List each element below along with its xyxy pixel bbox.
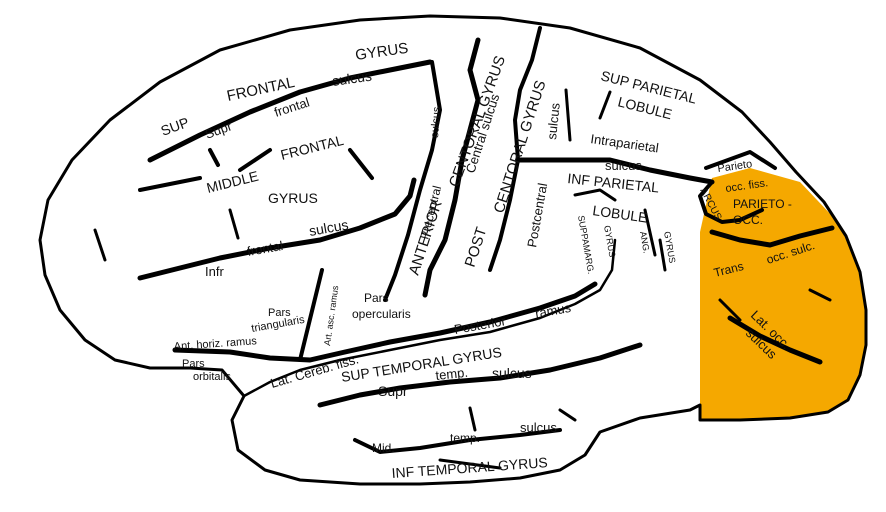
superior-frontal-sulcus: [147, 59, 433, 163]
inferior-frontal-sulcus: [137, 177, 417, 281]
superior-temporal-sulcus: [317, 342, 643, 408]
label-ant-horiz-ramus: Ant. horiz. ramus: [173, 335, 257, 353]
label-mid: Mid.: [372, 441, 395, 455]
label-gyrus-top: GYRUS: [354, 40, 409, 64]
label-art-asc-ramus: Art. asc. ramus: [322, 284, 340, 346]
frontal-mark: [228, 208, 240, 240]
intraparietal-sulcus: [517, 157, 715, 185]
label-pars-3: Pars: [182, 358, 205, 370]
label-infr: Infr: [205, 264, 224, 279]
label-supr: Supr: [203, 118, 235, 142]
parietal-mark: [598, 90, 612, 120]
frontal-mark: [93, 228, 107, 262]
ascending-ramus: [298, 268, 324, 362]
label-temp-1: temp.: [435, 365, 469, 383]
middle-frontal-mark: [238, 148, 272, 172]
brain-outline: [38, 14, 868, 486]
label-ang: ANG.: [638, 231, 652, 254]
label-ramus: ramus: [534, 300, 573, 321]
parietal-mark: [564, 88, 572, 142]
label-pars: Pars: [268, 307, 291, 319]
middle-frontal-mark: [138, 176, 202, 192]
parietal-mark: [658, 238, 667, 272]
postcentral-sulcus: [488, 26, 542, 272]
label-parieto-occ: PARIETO -: [733, 197, 792, 211]
transverse-occipital-sulcus: [709, 225, 835, 248]
label-gyrus-mid: GYRUS: [268, 190, 318, 206]
middle-frontal-mark: [348, 148, 374, 180]
central-sulcus: [422, 37, 481, 298]
label-frontal-4: frontal: [246, 238, 284, 259]
parietal-mark: [573, 188, 617, 202]
label-temp-2: temp.: [450, 431, 480, 445]
label-pars-2: Pars: [364, 291, 389, 305]
label-suppramarg: SUPPAMARG.: [576, 215, 596, 275]
label-inf-parietal: INF PARIETAL: [567, 170, 660, 196]
label-anterior: ANTERIOR: [406, 198, 446, 277]
label-occ-fiss: occ. fiss.: [725, 177, 769, 195]
label-sulcus-post: sulcus: [544, 102, 563, 141]
middle-frontal-mark: [208, 148, 220, 167]
label-middle: MIDDLE: [205, 168, 260, 196]
temporal-mark: [438, 458, 502, 470]
middle-temporal-sulcus: [353, 428, 562, 454]
lateral-occipital-sulcus: [727, 315, 823, 365]
label-lobule-2: LOBULE: [592, 202, 649, 226]
parieto-occipital-fissure: [704, 150, 777, 170]
precentral-sulcus: [383, 60, 442, 302]
occipital-mark: [718, 298, 742, 322]
label-occ: OCC.: [733, 213, 763, 227]
label-frontal-3: FRONTAL: [279, 132, 345, 163]
label-intraparietal: Intraparietal: [590, 131, 660, 155]
label-sulcus-ip: sulcus: [605, 158, 642, 173]
label-sup: SUP: [159, 114, 192, 139]
temporal-boundary: [242, 238, 617, 398]
label-sulcus-sup: sulcus: [331, 68, 373, 89]
label-supr-2: Supr: [378, 383, 408, 399]
label-post: POST: [462, 225, 491, 269]
temporal-mark: [468, 406, 477, 432]
temporal-mark: [558, 408, 577, 422]
label-sulcus-mid: sulcus: [520, 420, 557, 435]
parietal-mark: [643, 208, 657, 257]
label-sulcus-inf: sulcus: [308, 216, 350, 239]
label-postcentral: Postcentral: [524, 182, 550, 249]
lateral-fissure: [172, 281, 598, 363]
occipital-mark: [808, 288, 832, 302]
label-sulcus-temp: sulcus: [492, 365, 532, 381]
label-gyrus-sm: GYRUS: [602, 225, 617, 258]
label-sulcus-small: sulcus: [429, 106, 443, 138]
arcus: [698, 180, 764, 224]
label-opercularis: opercularis: [352, 307, 411, 321]
label-parieto: Parieto: [717, 158, 753, 175]
label-orbitalis: orbitalis: [193, 371, 231, 383]
